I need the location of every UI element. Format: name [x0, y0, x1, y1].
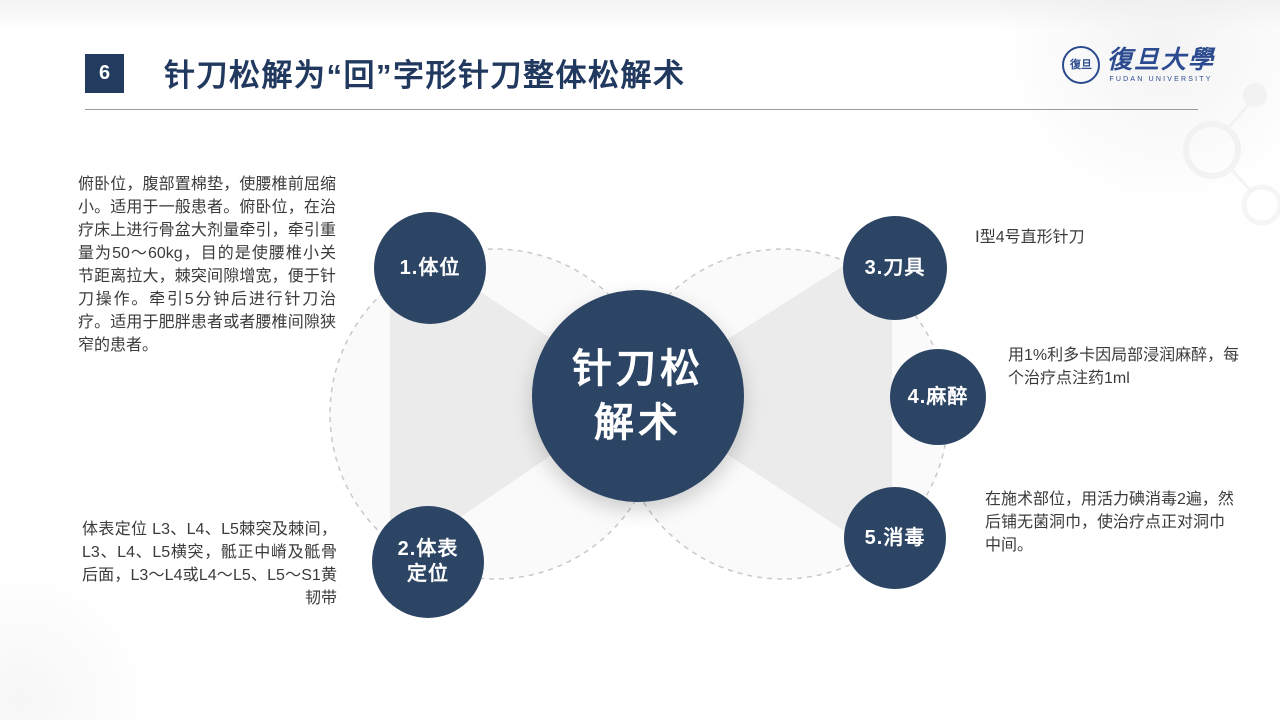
header-divider [85, 109, 1198, 110]
page-number-badge: 6 [85, 54, 124, 93]
diagram-node-position: 1.体位 [374, 212, 486, 324]
diagram-node-anesthesia: 4.麻醉 [890, 349, 986, 445]
diagram-node-surface-location: 2.体表 定位 [372, 506, 484, 618]
node-position-label: 1.体位 [399, 256, 461, 279]
slide-title: 针刀松解为“回”字形针刀整体松解术 [164, 58, 686, 93]
fudan-logo-text: 復旦大學 FUDAN UNIVERSITY [1107, 45, 1216, 83]
diagram-center-node: 针刀松 解术 [532, 290, 744, 502]
fudan-seal-icon: 復旦 [1062, 46, 1100, 84]
page-number: 6 [98, 62, 111, 84]
node-anesthesia-label: 4.麻醉 [907, 385, 969, 408]
node-disinfect-label: 5.消毒 [864, 526, 926, 549]
note-disinfect-text: 在施术部位，用活力碘消毒2遍，然后铺无菌洞巾，使治疗点正对洞巾中间。 [985, 491, 1234, 554]
node-knife-label: 3.刀具 [864, 256, 926, 279]
fudan-logo-name: 復旦大學 [1107, 45, 1216, 75]
fudan-logo: 復旦 復旦大學 FUDAN UNIVERSITY [1062, 46, 1215, 84]
note-surface-location-text: 体表定位 L3、L4、L5棘突及棘间，L3、L4、L5横突，骶正中嵴及骶骨后面，… [82, 521, 337, 607]
center-node-label: 针刀松 解术 [572, 347, 704, 445]
fudan-logo-subtitle: FUDAN UNIVERSITY [1109, 75, 1213, 83]
molecule-decoration-icon [1183, 83, 1280, 226]
diagram-node-knife: 3.刀具 [843, 216, 947, 320]
beam-right [638, 235, 892, 562]
note-position-text: 俯卧位，腹部置棉垫，使腰椎前屈缩小。适用于一般患者。俯卧位，在治疗床上进行骨盆大… [78, 176, 336, 354]
diagram-node-disinfect: 5.消毒 [844, 487, 946, 589]
note-anesthesia-text: 用1%利多卡因局部浸润麻醉，每个治疗点注药1ml [1008, 347, 1240, 387]
note-knife-text: Ⅰ型4号直形针刀 [975, 229, 1085, 246]
node-surface-location-label: 2.体表 定位 [397, 538, 459, 585]
